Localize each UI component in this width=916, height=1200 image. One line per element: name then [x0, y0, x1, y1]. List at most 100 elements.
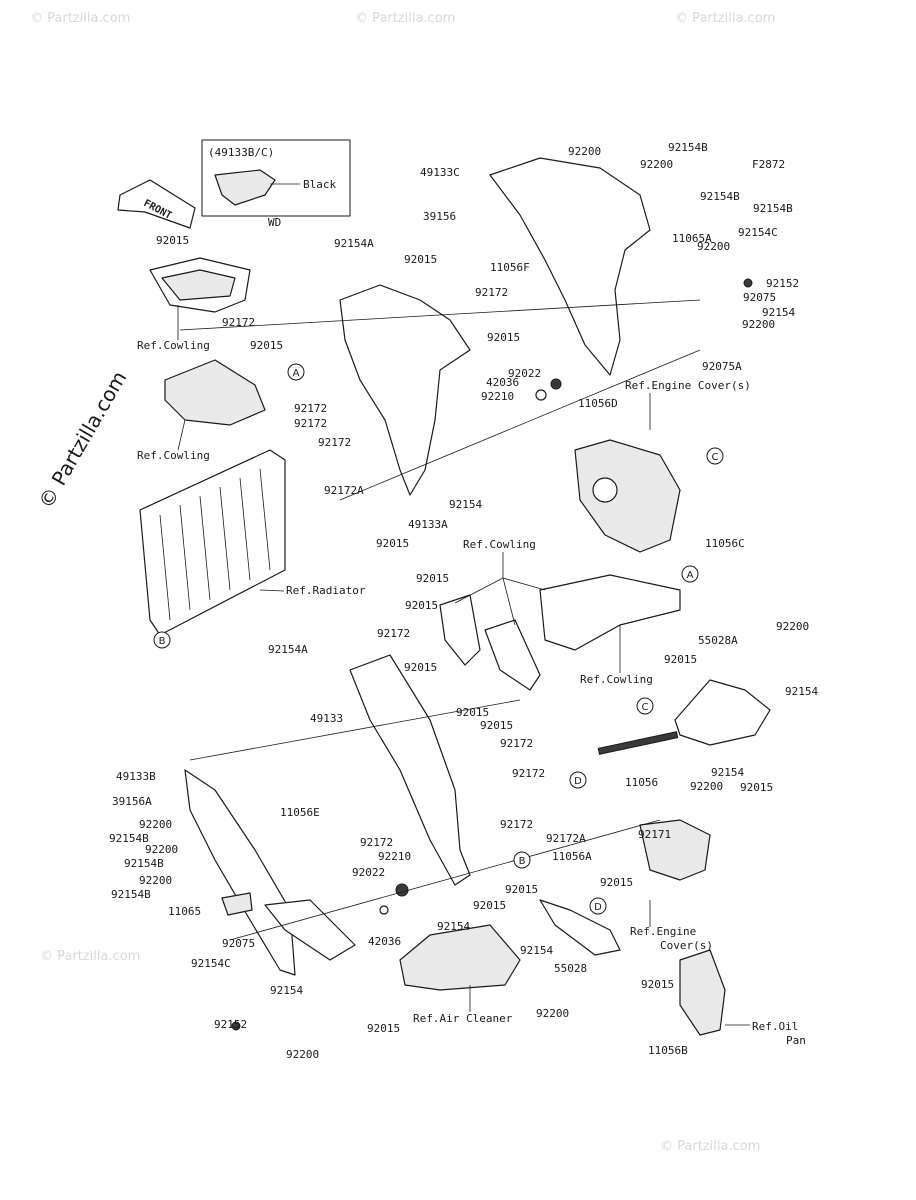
- ref-label-r9[interactable]: Ref.Air Cleaner: [413, 1012, 513, 1025]
- part-label-11056b[interactable]: 11056B: [648, 1044, 688, 1057]
- part-label-11056a[interactable]: 11056A: [552, 850, 592, 863]
- callout-d-lower: D: [589, 897, 607, 915]
- part-label-92210[interactable]: 92210: [481, 390, 514, 403]
- part-label-39156[interactable]: 39156: [423, 210, 456, 223]
- part-label-92015[interactable]: 92015: [473, 899, 506, 912]
- ref-label-r7[interactable]: Ref.Engine: [630, 925, 696, 938]
- part-label-92172[interactable]: 92172: [500, 737, 533, 750]
- nut-92152-upper: [743, 278, 753, 288]
- part-label-92200[interactable]: 92200: [690, 780, 723, 793]
- ref-label-r11[interactable]: Pan: [786, 1034, 806, 1047]
- part-label-92015[interactable]: 92015: [664, 653, 697, 666]
- part-label-92154[interactable]: 92154: [711, 766, 744, 779]
- part-label-92200[interactable]: 92200: [568, 145, 601, 158]
- part-label-92172[interactable]: 92172: [512, 767, 545, 780]
- part-label-92154[interactable]: 92154: [270, 984, 303, 997]
- part-label-92022[interactable]: 92022: [352, 866, 385, 879]
- ref-label-r3[interactable]: Ref.Engine Cover(s): [625, 379, 751, 392]
- part-label-92015[interactable]: 92015: [404, 253, 437, 266]
- part-label-92171[interactable]: 92171: [638, 828, 671, 841]
- part-label-92015[interactable]: 92015: [505, 883, 538, 896]
- part-label-39156a[interactable]: 39156A: [112, 795, 152, 808]
- part-label-92015[interactable]: 92015: [404, 661, 437, 674]
- part-label-11056d[interactable]: 11056D: [578, 397, 618, 410]
- part-label-92015[interactable]: 92015: [156, 234, 189, 247]
- part-label-92154a[interactable]: 92154A: [268, 643, 308, 656]
- part-label-92172[interactable]: 92172: [294, 402, 327, 415]
- part-label-92154[interactable]: 92154: [762, 306, 795, 319]
- partzilla-watermark: © Partzilla.com: [34, 367, 132, 513]
- part-label-92015[interactable]: 92015: [416, 572, 449, 585]
- part-label-92172[interactable]: 92172: [222, 316, 255, 329]
- part-label-92154[interactable]: 92154: [520, 944, 553, 957]
- part-label-92154c[interactable]: 92154C: [738, 226, 778, 239]
- part-label-11065[interactable]: 11065: [168, 905, 201, 918]
- part-label-92075a[interactable]: 92075A: [702, 360, 742, 373]
- part-label-92200[interactable]: 92200: [776, 620, 809, 633]
- part-label-92022[interactable]: 92022: [508, 367, 541, 380]
- part-label-92075[interactable]: 92075: [743, 291, 776, 304]
- part-label-11056f[interactable]: 11056F: [490, 261, 530, 274]
- part-label-42036[interactable]: 42036: [486, 376, 519, 389]
- part-label-92154b[interactable]: 92154B: [124, 857, 164, 870]
- part-label-92015[interactable]: 92015: [600, 876, 633, 889]
- part-label-92200[interactable]: 92200: [640, 158, 673, 171]
- ref-label-r4[interactable]: Ref.Radiator: [286, 584, 366, 597]
- ref-label-r5[interactable]: Ref.Cowling: [463, 538, 536, 551]
- part-label-92154b[interactable]: 92154B: [111, 888, 151, 901]
- part-label-92172[interactable]: 92172: [475, 286, 508, 299]
- part-label-49133a[interactable]: 49133A: [408, 518, 448, 531]
- part-label-11065a[interactable]: 11065A: [672, 232, 712, 245]
- part-label-92172a[interactable]: 92172A: [546, 832, 586, 845]
- part-label-92154[interactable]: 92154: [785, 685, 818, 698]
- part-label-92172[interactable]: 92172: [500, 818, 533, 831]
- part-label-92152[interactable]: 92152: [766, 277, 799, 290]
- ref-label-r1[interactable]: Ref.Cowling: [137, 339, 210, 352]
- part-label-92154c[interactable]: 92154C: [191, 957, 231, 970]
- part-label-92154[interactable]: 92154: [449, 498, 482, 511]
- part-label-92015[interactable]: 92015: [367, 1022, 400, 1035]
- part-label-49133b[interactable]: 49133B: [116, 770, 156, 783]
- part-label-92015[interactable]: 92015: [480, 719, 513, 732]
- part-label-92015[interactable]: 92015: [250, 339, 283, 352]
- part-label-92015[interactable]: 92015: [487, 331, 520, 344]
- part-label-49133[interactable]: 49133: [310, 712, 343, 725]
- part-label-92200[interactable]: 92200: [742, 318, 775, 331]
- part-label-92015[interactable]: 92015: [376, 537, 409, 550]
- part-label-92015[interactable]: 92015: [641, 978, 674, 991]
- part-label-92075[interactable]: 92075: [222, 937, 255, 950]
- part-label-92015[interactable]: 92015: [456, 706, 489, 719]
- part-label-92015[interactable]: 92015: [740, 781, 773, 794]
- part-label-55028[interactable]: 55028: [554, 962, 587, 975]
- part-label-92200[interactable]: 92200: [145, 843, 178, 856]
- part-label-92172[interactable]: 92172: [294, 417, 327, 430]
- part-label-92154b[interactable]: 92154B: [700, 190, 740, 203]
- part-label-49133c[interactable]: 49133C: [420, 166, 460, 179]
- part-label-92172[interactable]: 92172: [360, 836, 393, 849]
- part-label-92200[interactable]: 92200: [139, 874, 172, 887]
- part-label-92154b[interactable]: 92154B: [109, 832, 149, 845]
- part-label-92015[interactable]: 92015: [405, 599, 438, 612]
- part-label-92172a[interactable]: 92172A: [324, 484, 364, 497]
- ref-label-r10[interactable]: Ref.Oil: [752, 1020, 798, 1033]
- part-label-42036[interactable]: 42036: [368, 935, 401, 948]
- part-label-92200[interactable]: 92200: [536, 1007, 569, 1020]
- part-label-92210[interactable]: 92210: [378, 850, 411, 863]
- part-label-92172[interactable]: 92172: [318, 436, 351, 449]
- part-label-92200[interactable]: 92200: [697, 240, 730, 253]
- part-label-92200[interactable]: 92200: [286, 1048, 319, 1061]
- ref-label-r6[interactable]: Ref.Cowling: [580, 673, 653, 686]
- part-label-11056[interactable]: 11056: [625, 776, 658, 789]
- part-label-92154b[interactable]: 92154B: [753, 202, 793, 215]
- part-label-92154b[interactable]: 92154B: [668, 141, 708, 154]
- part-label-11056c[interactable]: 11056C: [705, 537, 745, 550]
- part-label-92200[interactable]: 92200: [139, 818, 172, 831]
- part-label-92154[interactable]: 92154: [437, 920, 470, 933]
- part-label-55028a[interactable]: 55028A: [698, 634, 738, 647]
- part-label-92152[interactable]: 92152: [214, 1018, 247, 1031]
- part-label-92154a[interactable]: 92154A: [334, 237, 374, 250]
- ref-label-r2[interactable]: Ref.Cowling: [137, 449, 210, 462]
- part-label-92172[interactable]: 92172: [377, 627, 410, 640]
- part-label-11056e[interactable]: 11056E: [280, 806, 320, 819]
- ref-label-r8[interactable]: Cover(s): [660, 939, 713, 952]
